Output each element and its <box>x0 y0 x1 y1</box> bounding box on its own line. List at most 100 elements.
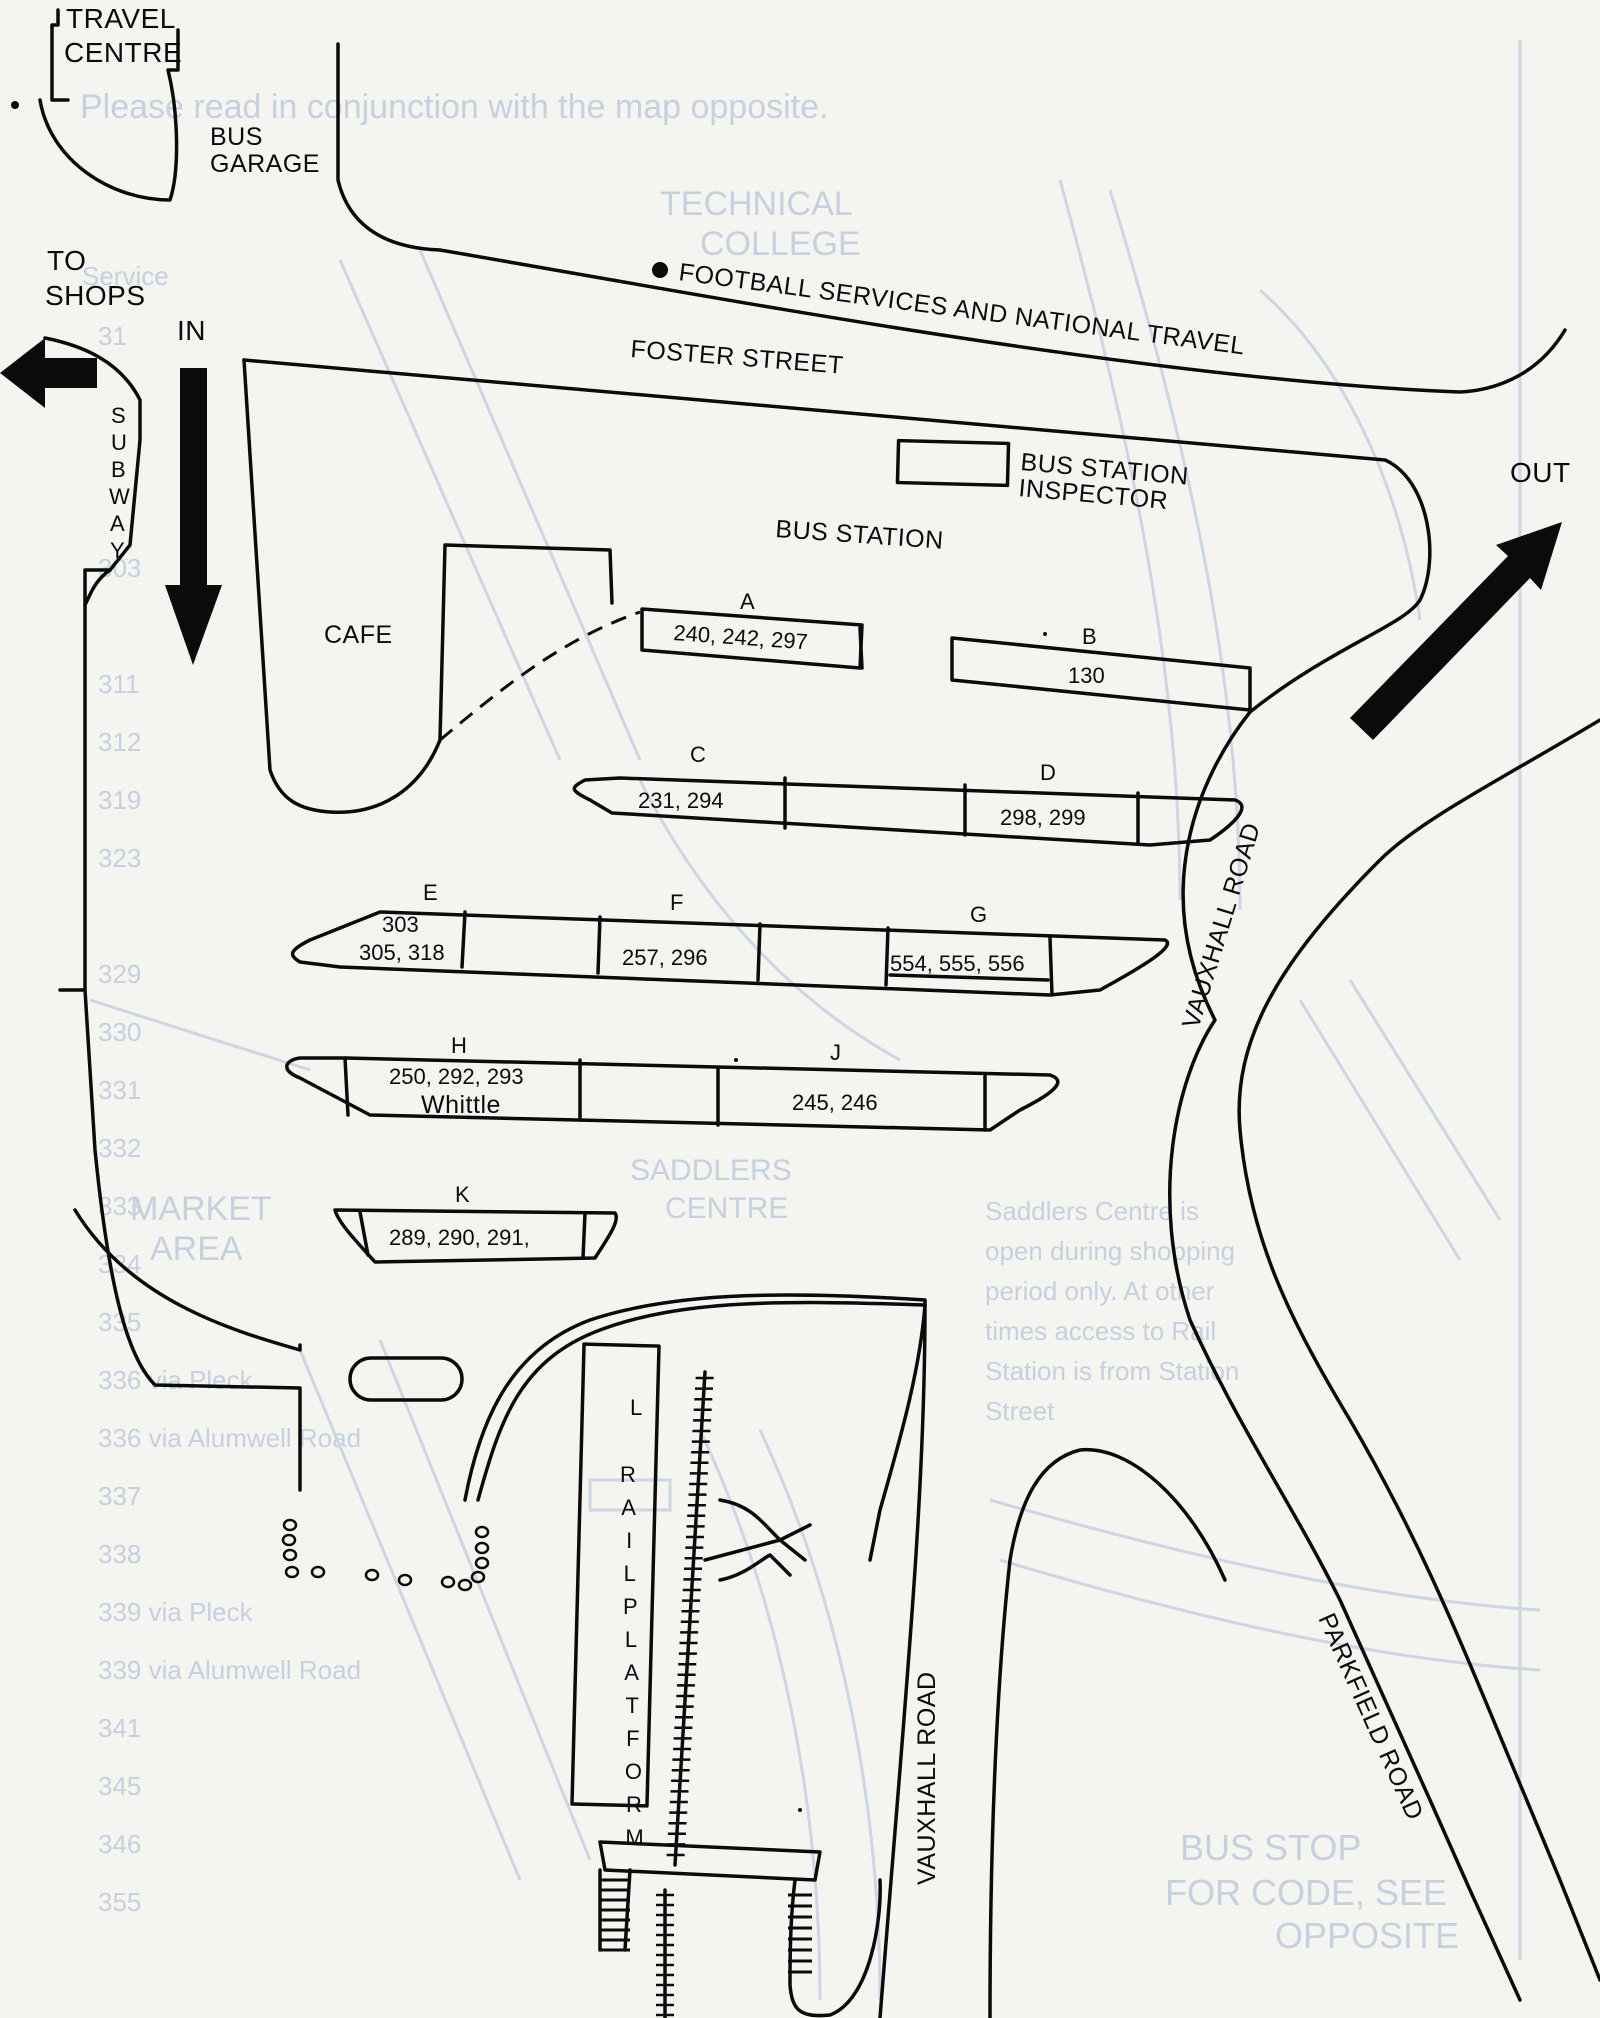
stand-c-routes: 231, 294 <box>638 788 724 813</box>
in-arrow <box>165 368 222 665</box>
rail-platform-letter-11: M <box>625 1825 643 1850</box>
ghost-service-item: 339 via Alumwell Road <box>98 1655 361 1685</box>
travel-centre-label-1: TRAVEL <box>66 3 176 34</box>
ghost-saddlers-2: CENTRE <box>665 1192 788 1225</box>
ghost-saddlers-1: SADDLERS <box>630 1154 792 1187</box>
stand-a-routes: 240, 242, 297 <box>673 620 809 654</box>
football-dot <box>652 262 668 278</box>
footbridge <box>598 1840 822 1882</box>
vauxhall-road-upper-label: VAUXHALL ROAD <box>1177 819 1266 1031</box>
bus-garage-label-1: BUS <box>210 123 263 151</box>
stand-d-routes: 298, 299 <box>1000 805 1086 830</box>
ghost-note-2: open during shopping <box>985 1236 1235 1266</box>
ghost-technical-1: TECHNICAL <box>660 185 853 223</box>
stand-g-letter: G <box>970 902 987 927</box>
ghost-service-item: 355 <box>98 1887 141 1917</box>
out-arrow <box>1350 522 1562 740</box>
subway-letter: S <box>111 403 126 428</box>
ghost-note-4: times access to Rail <box>985 1316 1216 1346</box>
stand-f-letter: F <box>670 890 683 915</box>
bus-station-label: BUS STATION <box>775 515 945 555</box>
ghost-bus-stop-1: BUS STOP <box>1180 1827 1361 1868</box>
ghost-market-1: MARKET <box>130 1190 272 1228</box>
stand-c-letter: C <box>690 742 706 767</box>
subway-letter: W <box>109 484 130 509</box>
in-label: IN <box>177 315 206 346</box>
rail-platform-letter-7: T <box>625 1693 638 1718</box>
stand-a-letter: A <box>740 589 755 614</box>
stand-k-letter: K <box>455 1182 470 1207</box>
to-shops-arrow <box>0 338 97 408</box>
travel-centre-outline <box>50 8 70 102</box>
rail-platform-letter-9: O <box>625 1759 642 1784</box>
stand-j-letter: J <box>830 1040 841 1065</box>
ghost-note-6: Street <box>985 1396 1055 1426</box>
ghost-service-header: Service <box>82 261 169 291</box>
bus-station-boundary <box>242 358 1522 2002</box>
ghost-service-item: 345 <box>98 1771 141 1801</box>
bollards <box>281 1518 490 1592</box>
stand-a <box>640 607 864 670</box>
ghost-service-item: 311 <box>98 669 139 699</box>
stand-g-routes: 554, 555, 556 <box>890 951 1025 976</box>
vauxhall-road-lower-label: VAUXHALL ROAD <box>913 1671 941 1885</box>
stand-k <box>333 1208 618 1264</box>
ghost-service-item: 337 <box>98 1481 141 1511</box>
rail-platform-letter-2: I <box>626 1528 632 1553</box>
ghost-market-2: AREA <box>150 1230 243 1268</box>
ghost-note-5: Station is from Station <box>985 1356 1239 1386</box>
to-shops-label-1: TO <box>47 245 86 276</box>
out-label: OUT <box>1510 457 1571 488</box>
rail-platform-letter-0: R <box>620 1462 636 1487</box>
stand-e-routes-2: 305, 318 <box>359 940 445 965</box>
rail-platform <box>570 1342 661 1808</box>
stand-e-routes-1: 303 <box>382 912 419 937</box>
ghost-service-item: 333 <box>98 1191 141 1221</box>
subway-label: S U B W A Y <box>109 403 130 563</box>
stand-b-letter: B <box>1082 624 1097 649</box>
stand-d-letter: D <box>1040 760 1056 785</box>
background-page: Please read in conjunction with the map … <box>80 40 1541 2001</box>
ghost-service-item: 323 <box>98 843 141 873</box>
rail-track <box>656 1370 714 2018</box>
inspector-booth <box>895 438 1011 488</box>
ghost-bus-stop-2: FOR CODE, SEE <box>1165 1872 1447 1913</box>
ghost-service-item: 336 via Alumwell Road <box>98 1423 361 1453</box>
rail-approach-outer <box>476 1300 927 1502</box>
subway-outline <box>43 336 302 1492</box>
stand-h-whittle: Whittle <box>421 1091 501 1119</box>
rail-platform-letter: L <box>630 1395 642 1420</box>
ghost-service-item: 332 <box>98 1133 141 1163</box>
stand-h-routes: 250, 292, 293 <box>389 1064 524 1089</box>
map-lines <box>0 8 1600 2018</box>
parkfield-road-label: PARKFIELD ROAD <box>1313 1609 1429 1824</box>
ghost-service-item: 336 via Pleck <box>98 1365 254 1395</box>
stand-j-routes: 245, 246 <box>792 1090 878 1115</box>
ghost-service-item: 312 <box>98 727 141 757</box>
ghost-note-1: Saddlers Centre is <box>985 1196 1199 1226</box>
stand-island-cd <box>572 776 1244 847</box>
ghost-service-item: 329 <box>98 959 141 989</box>
rail-platform-letter-1: A <box>621 1495 636 1520</box>
stand-b <box>950 636 1252 712</box>
stand-k-routes: 289, 290, 291, <box>389 1225 530 1250</box>
rail-platform-letter-3: L <box>624 1561 636 1586</box>
ghost-service-item: 319 <box>98 785 141 815</box>
rail-platform-letter-4: P <box>623 1594 638 1619</box>
ghost-technical-2: COLLEGE <box>700 225 861 263</box>
small-island <box>348 1356 464 1402</box>
parkfield-road-edge <box>1237 718 1600 1982</box>
stand-island-hj <box>285 1056 1060 1132</box>
stand-f-routes: 257, 296 <box>622 945 708 970</box>
ghost-service-item: 331 <box>98 1075 141 1105</box>
rail-platform-letter-5: L <box>625 1627 637 1652</box>
rail-platform-letter-10: R <box>626 1792 642 1817</box>
travel-centre-label-2: CENTRE <box>64 37 182 68</box>
foster-street-label: FOSTER STREET <box>630 335 845 380</box>
stand-island-efg <box>290 910 1170 997</box>
ghost-service-item: 341 <box>98 1713 141 1743</box>
subway-letter: B <box>111 457 126 482</box>
stand-h-letter: H <box>451 1033 467 1058</box>
